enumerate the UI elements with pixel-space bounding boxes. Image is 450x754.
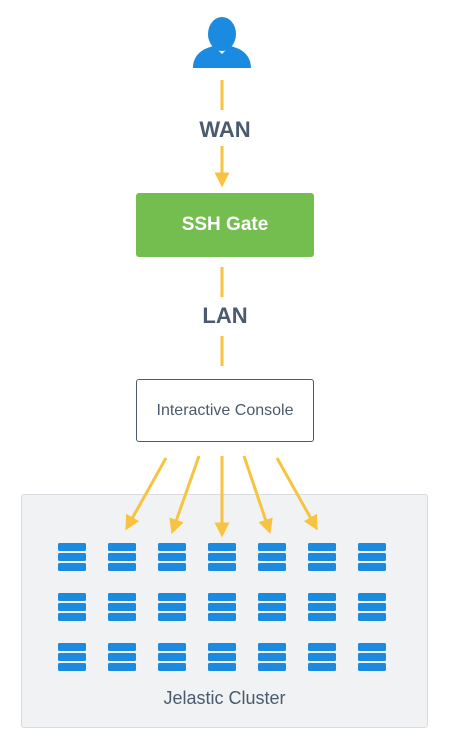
ssh-gate-box: SSH Gate (136, 193, 314, 257)
server-icon (108, 643, 136, 671)
server-icon (208, 543, 236, 571)
console-to-cluster-arrows (125, 455, 318, 538)
server-icon (308, 593, 336, 621)
cluster-arrow (275, 457, 318, 531)
interactive-console-label: Interactive Console (156, 401, 294, 419)
server-icon (158, 543, 186, 571)
interactive-console-box: Interactive Console (136, 379, 314, 442)
server-icon (258, 643, 286, 671)
server-icon (158, 593, 186, 621)
server-icon (258, 593, 286, 621)
jelastic-cluster-label: Jelastic Cluster (163, 688, 286, 708)
server-icon (108, 593, 136, 621)
cluster-arrow (169, 455, 201, 535)
server-icon (358, 643, 386, 671)
server-icon (208, 593, 236, 621)
server-icon (208, 643, 236, 671)
cluster-arrow (125, 457, 168, 531)
ssh-gate-label: SSH Gate (181, 214, 269, 235)
server-icon (58, 643, 86, 671)
server-icon (58, 543, 86, 571)
cluster-arrow (242, 455, 273, 535)
server-icon (358, 593, 386, 621)
server-icon (158, 643, 186, 671)
server-icon (308, 643, 336, 671)
server-icon (108, 543, 136, 571)
server-icon (358, 543, 386, 571)
server-icon (258, 543, 286, 571)
server-icon (308, 543, 336, 571)
server-grid (58, 543, 386, 671)
server-icon (58, 593, 86, 621)
wan-label: WAN (199, 117, 251, 142)
user-icon (193, 17, 251, 68)
lan-label: LAN (202, 303, 248, 328)
